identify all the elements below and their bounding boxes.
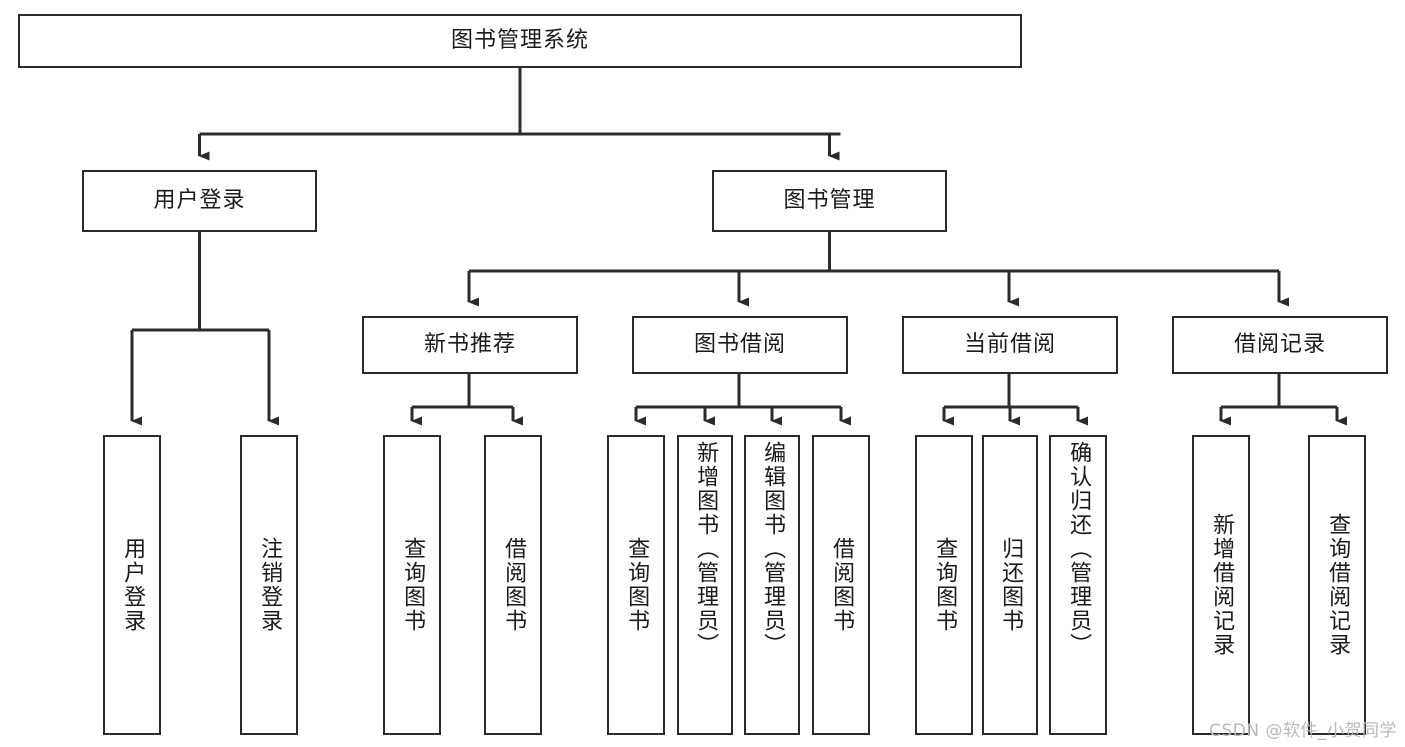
node-user-login[interactable]: 用户登录 [82, 170, 317, 232]
leaf-return-book[interactable]: 归还图书 [982, 435, 1038, 735]
leaf-confirm-return-admin[interactable]: 确认归还（管理员） [1049, 435, 1107, 735]
leaf-logout[interactable]: 注销登录 [240, 435, 298, 735]
leaf-query-book-current[interactable]: 查询图书 [915, 435, 973, 735]
node-root-system[interactable]: 图书管理系统 [18, 14, 1022, 68]
node-book-management[interactable]: 图书管理 [712, 170, 947, 232]
leaf-query-book-newbook[interactable]: 查询图书 [383, 435, 441, 735]
leaf-borrow-book[interactable]: 借阅图书 [812, 435, 870, 735]
leaf-add-book-admin[interactable]: 新增图书（管理员） [677, 435, 733, 735]
node-new-book-recommend[interactable]: 新书推荐 [362, 316, 578, 374]
leaf-user-login[interactable]: 用户登录 [103, 435, 161, 735]
leaf-edit-book-admin[interactable]: 编辑图书（管理员） [744, 435, 800, 735]
leaf-query-borrow-record[interactable]: 查询借阅记录 [1308, 435, 1366, 735]
leaf-query-book-borrow[interactable]: 查询图书 [607, 435, 665, 735]
leaf-borrow-book-newbook[interactable]: 借阅图书 [484, 435, 542, 735]
csdn-watermark: CSDN @软件_小贺同学 [1209, 721, 1397, 741]
node-book-borrow[interactable]: 图书借阅 [632, 316, 848, 374]
node-borrow-record[interactable]: 借阅记录 [1172, 316, 1388, 374]
leaf-add-borrow-record[interactable]: 新增借阅记录 [1192, 435, 1250, 735]
node-current-borrow[interactable]: 当前借阅 [902, 316, 1118, 374]
